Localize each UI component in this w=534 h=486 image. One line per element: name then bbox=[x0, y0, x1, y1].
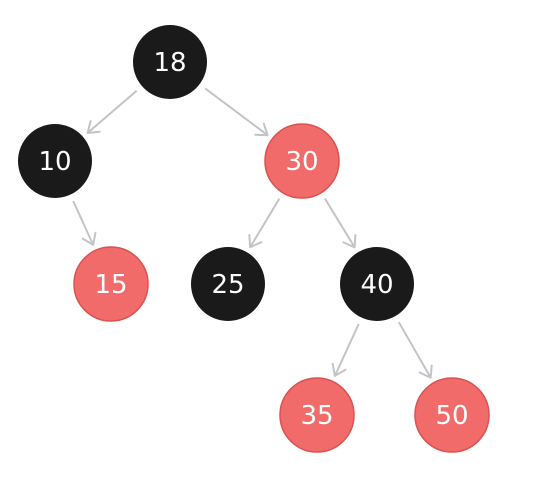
edge-n10-n15 bbox=[72, 200, 97, 246]
black-node-circle bbox=[191, 247, 265, 321]
arrow-head-icon bbox=[86, 120, 101, 134]
tree-node-25: 25 bbox=[191, 247, 265, 321]
arrow-head-icon bbox=[418, 364, 433, 379]
edges-layer bbox=[72, 87, 433, 379]
node-label: 15 bbox=[94, 270, 127, 300]
edge-n18-n30 bbox=[204, 87, 269, 137]
edge-line bbox=[204, 87, 269, 136]
arrow-head-icon bbox=[81, 231, 97, 246]
arrow-head-icon bbox=[342, 234, 357, 249]
edge-n40-n50 bbox=[397, 321, 433, 379]
node-label: 35 bbox=[300, 401, 333, 431]
tree-node-30: 30 bbox=[264, 123, 340, 199]
edge-line bbox=[397, 321, 432, 379]
edge-n40-n35 bbox=[331, 323, 360, 377]
red-node-circle bbox=[73, 246, 149, 322]
tree-node-18: 18 bbox=[133, 25, 207, 99]
node-label: 30 bbox=[285, 147, 318, 177]
black-node-circle bbox=[133, 25, 207, 99]
nodes-layer: 18 10 30 15 25 40 35 50 bbox=[18, 25, 490, 453]
tree-node-40: 40 bbox=[340, 247, 414, 321]
red-node-circle bbox=[279, 377, 355, 453]
edge-n18-n10 bbox=[86, 89, 138, 134]
node-label: 40 bbox=[360, 270, 393, 300]
arrow-head-icon bbox=[248, 233, 263, 249]
edge-line bbox=[249, 198, 281, 248]
arrow-head-icon bbox=[331, 362, 347, 377]
edge-n30-n40 bbox=[324, 198, 357, 249]
tree-node-50: 50 bbox=[414, 377, 490, 453]
tree-node-35: 35 bbox=[279, 377, 355, 453]
edge-line bbox=[324, 198, 356, 248]
edge-line bbox=[86, 89, 138, 134]
tree-node-10: 10 bbox=[18, 124, 92, 198]
node-label: 18 bbox=[153, 48, 186, 78]
black-node-circle bbox=[18, 124, 92, 198]
red-node-circle bbox=[264, 123, 340, 199]
arrow-head-icon bbox=[254, 122, 269, 137]
red-node-circle bbox=[414, 377, 490, 453]
node-label: 10 bbox=[38, 147, 71, 177]
tree-node-15: 15 bbox=[73, 246, 149, 322]
edge-line bbox=[72, 200, 95, 246]
edge-line bbox=[333, 323, 360, 377]
edge-n30-n25 bbox=[248, 198, 281, 249]
black-node-circle bbox=[340, 247, 414, 321]
node-label: 50 bbox=[435, 401, 468, 431]
node-label: 25 bbox=[211, 270, 244, 300]
